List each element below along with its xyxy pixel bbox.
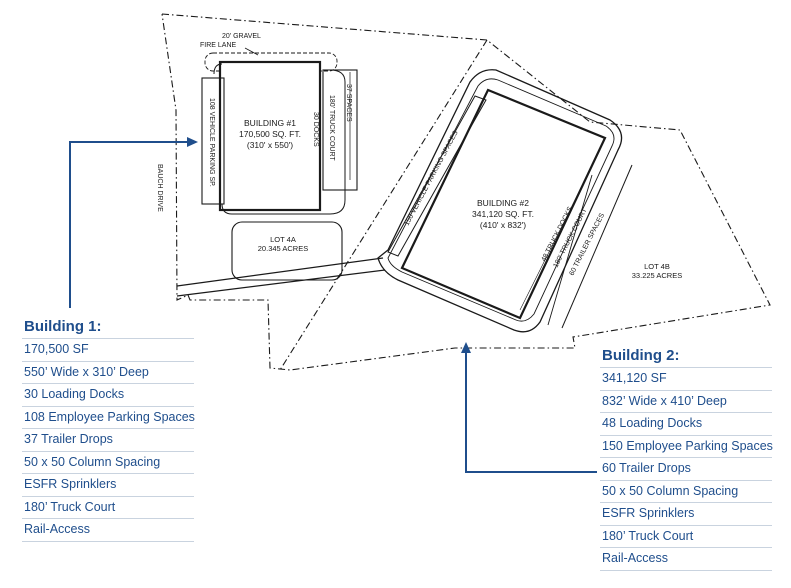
spec-item: 550’ Wide x 310’ Deep [22,362,194,384]
lot-4a-acres: 20.345 ACRES [258,244,308,253]
building-2-trailer-line [561,164,633,329]
bauch-drive-label: BAUCH DRIVE [156,164,163,212]
building-1-title: Building 1: [22,316,194,339]
building-1-truck-court-label: 180' TRUCK COURT [328,95,335,161]
building-2-title: Building 2: [600,345,772,368]
spec-item: 180’ Truck Court [600,526,772,548]
spec-item: ESFR Sprinklers [600,503,772,526]
road-edge-upper [176,257,384,287]
building-2-spec-list: 341,120 SF 832’ Wide x 410’ Deep 48 Load… [600,368,773,571]
spec-item: Rail-Access [22,519,194,542]
building-1-parking-strip [201,77,225,205]
lot-division-line [279,39,488,371]
building-2-dims: (410' x 832') [480,220,526,230]
callout-arrow-building-1 [69,141,188,308]
arrowhead-building-1 [187,137,198,147]
spec-item: 832’ Wide x 410’ Deep [600,391,772,413]
building-1-footprint [218,60,322,212]
building-1-sqft: 170,500 SQ. FT. [239,129,301,139]
spec-item: 170,500 SF [22,339,194,362]
building-2-drive-loop [377,69,623,333]
building-1-spec-list: 170,500 SF 550’ Wide x 310’ Deep 30 Load… [22,339,195,542]
building-1-spaces-label: 37 SPACES [345,84,352,122]
building-1-spec-panel: Building 1: 170,500 SF 550’ Wide x 310’ … [22,316,195,542]
spec-item: 150 Employee Parking Spaces [600,436,773,458]
building-2-truck-court-line [547,174,593,326]
callout-arrow-building-2 [465,352,597,473]
spec-item: 37 Trailer Drops [22,429,194,452]
building-2-footprint [400,88,607,320]
spec-item: 341,120 SF [600,368,772,391]
spec-item: 50 x 50 Column Spacing [600,481,772,503]
spec-item: 30 Loading Docks [22,384,194,407]
building-1-name: BUILDING #1 [244,118,296,128]
fire-lane-label-1: 20' GRAVEL [222,33,261,40]
spec-item: 108 Employee Parking Spaces [22,407,195,429]
spec-item: Rail-Access [600,548,772,571]
building-2-parking-strip [387,95,487,257]
building-1-dims: (310' x 550') [247,140,293,150]
building-1-parking-label: 108 VEHICLE PARKING SP. [208,98,215,187]
spec-item: 180’ Truck Court [22,497,194,519]
building-2-drive-loop-inner [387,78,615,322]
road-edge-lower [176,269,386,297]
spec-item: 48 Loading Docks [600,413,772,436]
fire-lane-label-2: FIRE LANE [200,42,237,49]
spec-item: ESFR Sprinklers [22,474,194,497]
spec-item: 50 x 50 Column Spacing [22,452,194,474]
lot-4b-acres: 33.225 ACRES [632,271,682,280]
building-2-name: BUILDING #2 [477,198,529,208]
lot-4a-name: LOT 4A [270,235,296,244]
building-1-truck-court [322,69,358,191]
lot-4a-area [231,221,343,281]
fire-lane-leader [244,47,259,56]
building-2-dock-dimension [519,149,601,311]
building-2-spec-panel: Building 2: 341,120 SF 832’ Wide x 410’ … [600,345,773,571]
arrowhead-building-2 [461,342,471,353]
lot-4b-name: LOT 4B [644,262,670,271]
building-2-sqft: 341,120 SQ. FT. [472,209,534,219]
building-1-docks-label: 30 DOCKS [312,112,319,147]
spec-item: 60 Trailer Drops [600,458,772,481]
building-1-drive-loop [213,63,346,215]
